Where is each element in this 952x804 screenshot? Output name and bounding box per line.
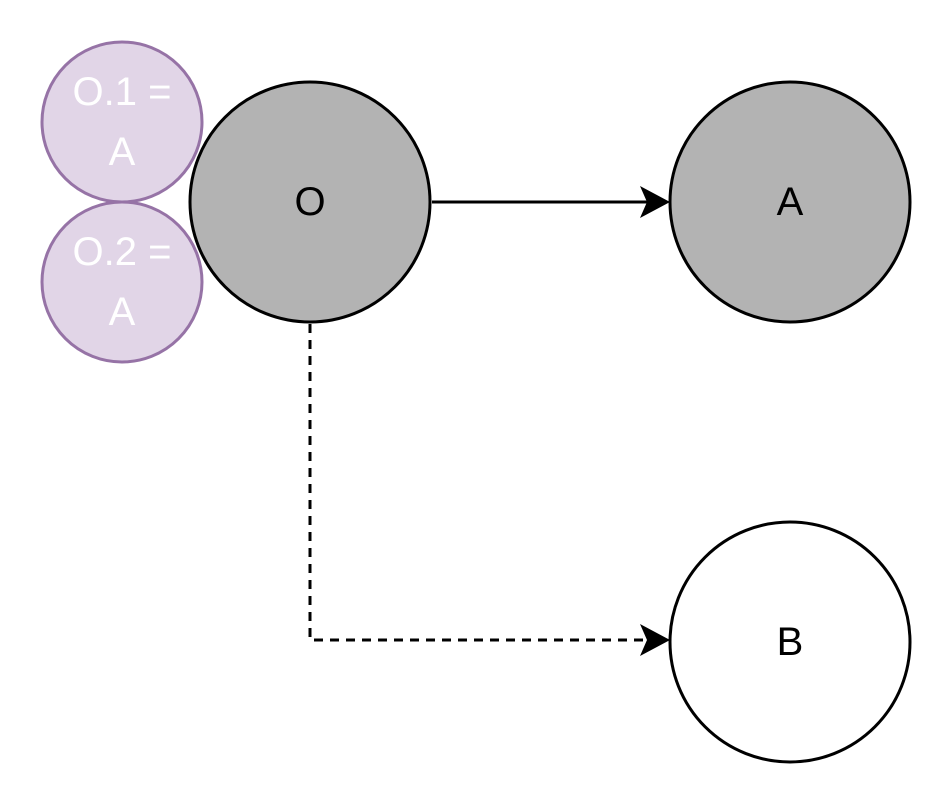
node-b[interactable]: B [668, 520, 912, 764]
tag-o1-line2: A [109, 130, 136, 174]
node-b-circle [668, 520, 912, 764]
tag-o2[interactable]: O.2 = A [40, 200, 204, 364]
tag-o1-line1: O.1 = [73, 70, 172, 114]
edge-o-to-b-arrowhead [640, 624, 670, 656]
tag-o1-circle [40, 40, 204, 204]
node-a-label: A [777, 180, 804, 224]
tag-o2-line1: O.2 = [73, 230, 172, 274]
node-a[interactable]: A [668, 80, 912, 324]
node-o-label: O [294, 180, 325, 224]
node-o[interactable]: O [188, 80, 432, 324]
node-o-circle [188, 80, 432, 324]
tag-o1[interactable]: O.1 = A [40, 40, 204, 204]
tag-o2-line2: A [109, 290, 136, 334]
node-a-circle [668, 80, 912, 324]
node-b-label: B [777, 620, 804, 664]
tag-o2-circle [40, 200, 204, 364]
edge-o-to-a[interactable] [432, 186, 670, 218]
edge-o-to-a-arrowhead [640, 186, 670, 218]
edge-o-to-b[interactable] [308, 324, 670, 656]
